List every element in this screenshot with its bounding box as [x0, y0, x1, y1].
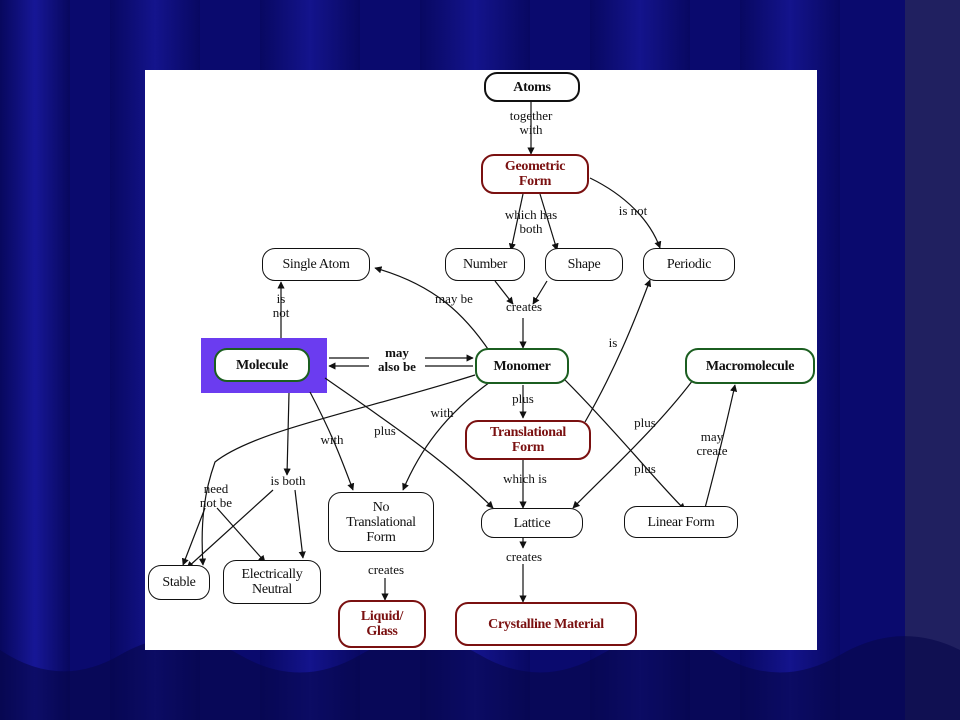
edge-monomer-notrans — [402, 381, 491, 491]
edge-macro-lattice — [572, 379, 694, 509]
edge-needlabel-stable — [181, 507, 206, 566]
label-which-has-both: which has both — [504, 207, 558, 236]
label-with-molecule: with — [320, 432, 344, 447]
edge-translational-periodic — [584, 279, 652, 423]
node-no-translational-form: No Translational Form — [328, 492, 434, 552]
label-plus-lattice: plus — [374, 423, 396, 438]
node-stable: Stable — [148, 565, 210, 600]
node-periodic: Periodic — [643, 248, 735, 281]
label-plus-macro: plus — [634, 415, 656, 430]
label-plus-translational: plus — [512, 391, 534, 406]
node-linear-form: Linear Form — [624, 506, 738, 538]
label-creates-liquid: creates — [367, 562, 405, 577]
edge-molecule-notrans — [309, 391, 355, 491]
label-creates-crystalline: creates — [505, 549, 543, 564]
label-is-both: is both — [270, 473, 306, 488]
edge-monomer-linear — [564, 379, 686, 511]
edge-isboth-stable — [186, 489, 274, 569]
label-may-create: may create — [696, 429, 728, 458]
node-geometric-form: Geometric Form — [481, 154, 589, 194]
node-atoms: Atoms — [484, 72, 580, 102]
node-number: Number — [445, 248, 525, 281]
edge-monomer-stable — [198, 374, 476, 566]
label-is-periodic: is — [608, 335, 618, 350]
node-lattice: Lattice — [481, 508, 583, 538]
label-plus-linear: plus — [634, 461, 656, 476]
edge-geometric-number — [508, 193, 524, 251]
concept-map-connectors — [181, 102, 738, 603]
edge-monomer-singleatom — [374, 266, 491, 353]
node-monomer: Monomer — [475, 348, 569, 384]
node-crystalline-material: Crystalline Material — [455, 602, 637, 646]
node-electrically-neutral: Electrically Neutral — [223, 560, 321, 604]
edge-molecule-lattice — [324, 377, 494, 509]
node-macromolecule: Macromolecule — [685, 348, 815, 384]
label-which-is: which is — [503, 471, 547, 486]
label-is-not-single: is not — [272, 291, 290, 320]
edge-molecule-isboth — [283, 392, 291, 476]
edge-needlabel-neutral — [216, 507, 266, 563]
label-creates-monomer: creates — [505, 299, 543, 314]
edge-geometric-shape — [539, 193, 559, 251]
node-single-atom: Single Atom — [262, 248, 370, 281]
label-with-monomer: with — [430, 405, 454, 420]
edge-geometric-periodic — [589, 177, 662, 249]
label-need-not-be: need not be — [199, 481, 233, 510]
node-translational-form: Translational Form — [465, 420, 591, 460]
node-molecule: Molecule — [214, 348, 310, 382]
label-together-with: together with — [509, 108, 553, 137]
label-may-also-be: may also be — [369, 346, 425, 374]
edge-isboth-neutral — [294, 489, 306, 559]
edge-number-creates — [494, 280, 514, 305]
slide: Atoms Geometric Form Number Shape Period… — [145, 70, 817, 650]
label-may-be: may be — [435, 291, 473, 306]
node-shape: Shape — [545, 248, 623, 281]
label-is-not-periodic: is not — [618, 203, 648, 218]
edge-linear-macro — [704, 384, 738, 509]
edge-shape-creates — [532, 280, 548, 305]
node-liquid-glass: Liquid/ Glass — [338, 600, 426, 648]
